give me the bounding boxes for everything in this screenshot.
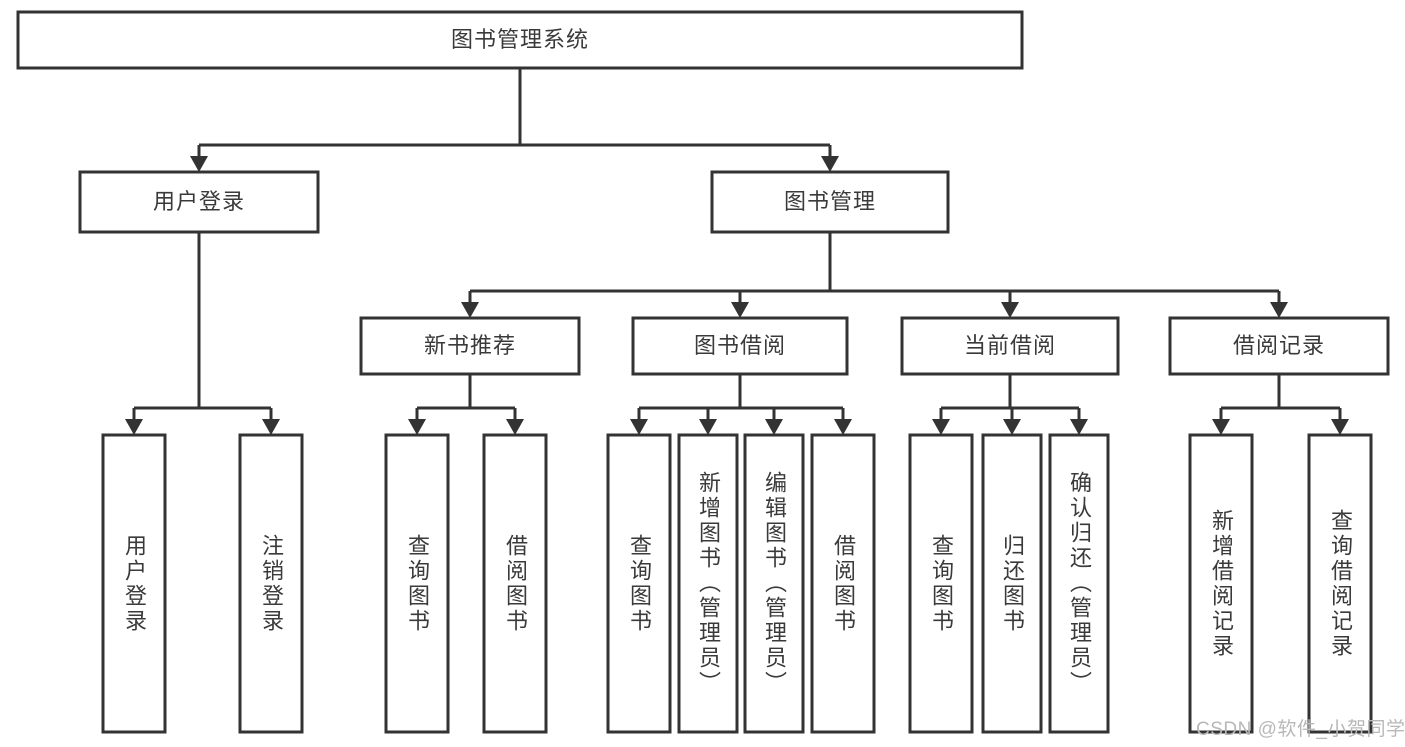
node-leaf-10[interactable] [981, 433, 1043, 734]
node-leaf-6[interactable] [677, 433, 739, 734]
node-leaf-12[interactable] [1188, 433, 1254, 734]
node-login[interactable] [78, 170, 320, 234]
node-current[interactable] [900, 316, 1120, 376]
node-leaf-8[interactable] [810, 433, 876, 734]
node-leaf-9[interactable] [908, 433, 974, 734]
node-leaf-13[interactable] [1307, 433, 1373, 734]
node-leaf-3[interactable] [384, 433, 450, 734]
node-newbook[interactable] [359, 316, 581, 376]
node-root[interactable] [16, 10, 1024, 70]
node-bookmgmt[interactable] [710, 170, 950, 234]
node-leaf-4[interactable] [482, 433, 548, 734]
watermark-text: CSDN @软件_小贺同学 [1196, 719, 1405, 740]
node-records[interactable] [1168, 316, 1390, 376]
node-borrow[interactable] [631, 316, 849, 376]
node-leaf-1[interactable] [101, 433, 167, 734]
node-leaf-11[interactable] [1048, 433, 1110, 734]
node-leaf-5[interactable] [606, 433, 672, 734]
node-leaf-2[interactable] [238, 433, 304, 734]
node-leaf-7[interactable] [743, 433, 805, 734]
